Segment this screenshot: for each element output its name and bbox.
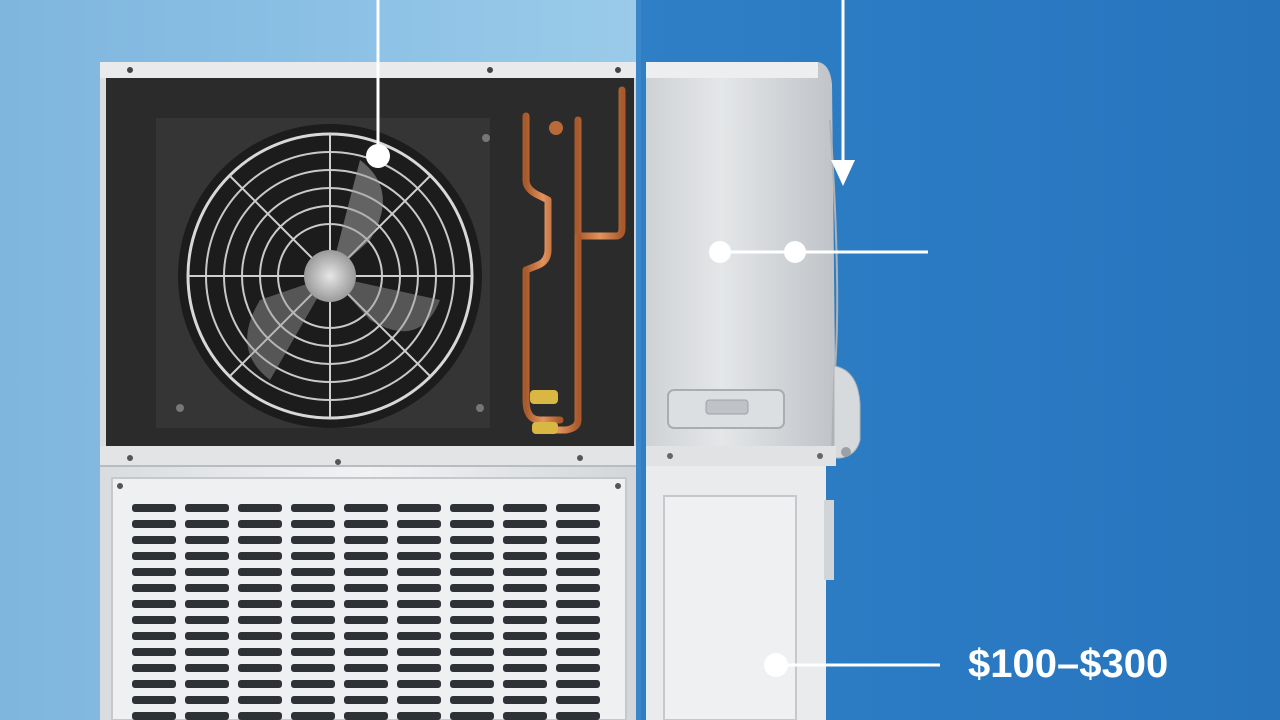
- outdoor-unit-exterior: [646, 62, 861, 720]
- price-range-label: $100–$300: [968, 642, 1169, 686]
- cabinet-top-rim: [100, 62, 636, 78]
- callout-dot-b: [784, 241, 806, 263]
- callout-lines: [376, 0, 940, 667]
- fan-hub: [304, 250, 356, 302]
- outdoor-unit-cutaway: [100, 62, 636, 720]
- callout-dot-a: [709, 241, 731, 263]
- split-divider: [636, 0, 641, 720]
- valve-fittings: [530, 390, 558, 434]
- callout-price-dot: [764, 653, 788, 677]
- service-panel: [663, 495, 797, 720]
- callout-markers: [366, 144, 855, 677]
- callout-fan-dot: [366, 144, 390, 168]
- copper-pipe-icon: [158, 86, 626, 434]
- callout-arrow-icon: [831, 160, 855, 186]
- fan-icon: [178, 124, 482, 428]
- vent-grille-icon: [111, 477, 627, 720]
